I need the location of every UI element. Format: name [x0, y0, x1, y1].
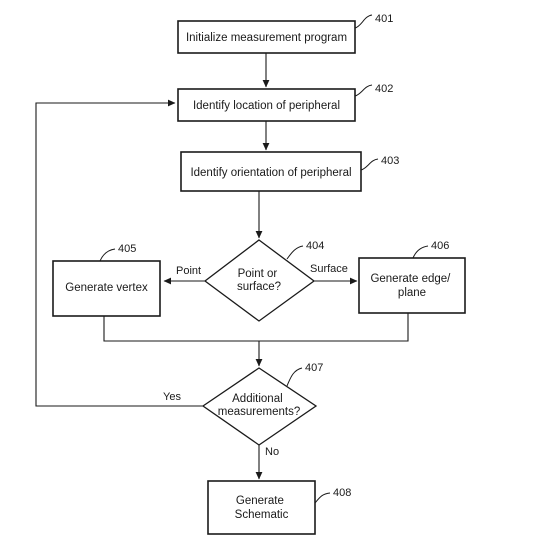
node-405-ref-leader	[99, 248, 116, 262]
connectors	[35, 53, 409, 480]
node-401-label: Initialize measurement program	[186, 32, 347, 44]
node-405-label: Generate vertex	[65, 282, 148, 294]
node-405-ref: 405	[118, 243, 136, 255]
node-406-label: Generate edge/ plane	[370, 273, 453, 299]
node-404-ref-leader	[286, 245, 304, 260]
node-401: Initialize measurement program 401	[177, 13, 393, 54]
edge-label-no: No	[265, 446, 279, 458]
node-407-ref-leader	[286, 367, 303, 387]
node-407-ref: 407	[305, 362, 323, 374]
node-406: Generate edge/ plane 406	[358, 240, 466, 314]
node-402-label: Identify location of peripheral	[193, 100, 340, 112]
node-403-box	[180, 151, 362, 192]
node-402: Identify location of peripheral 402	[177, 83, 393, 122]
edge-label-point: Point	[176, 265, 201, 277]
node-408-box	[207, 480, 316, 535]
node-405: Generate vertex 405	[52, 243, 161, 317]
node-401-box	[177, 20, 356, 54]
node-405-box	[52, 260, 161, 317]
node-403-label: Identify orientation of peripheral	[190, 167, 351, 179]
node-404-label: Point or surface?	[237, 268, 281, 293]
node-401-ref-leader	[354, 14, 373, 29]
node-403-ref: 403	[381, 155, 399, 167]
node-406-box	[358, 257, 466, 314]
node-407-diamond	[201, 367, 318, 446]
node-407-label: Additional measurements?	[218, 393, 300, 418]
node-408: Generate Schematic 408	[207, 480, 351, 535]
node-406-ref: 406	[431, 240, 449, 252]
edge-407-402-yes	[35, 99, 205, 407]
node-404: Point or surface? 404	[203, 239, 324, 322]
node-403-ref-leader	[360, 158, 379, 171]
node-403: Identify orientation of peripheral 403	[180, 151, 399, 192]
edge-label-surface: Surface	[310, 263, 348, 275]
node-404-diamond	[203, 239, 316, 322]
node-408-ref: 408	[333, 487, 351, 499]
node-401-ref: 401	[375, 13, 393, 25]
edge-label-yes: Yes	[163, 391, 181, 403]
node-406-ref-leader	[412, 245, 429, 259]
node-408-ref-leader	[314, 492, 331, 504]
edge-labels: Point Surface Yes No	[163, 263, 348, 458]
node-408-label: Generate Schematic	[235, 495, 289, 521]
node-407: Additional measurements? 407	[201, 362, 323, 446]
edge-405-merge	[103, 316, 259, 342]
node-404-ref: 404	[306, 240, 324, 252]
node-402-ref: 402	[375, 83, 393, 95]
node-402-ref-leader	[354, 84, 373, 97]
edge-406-merge	[259, 313, 409, 342]
node-402-box	[177, 88, 356, 122]
